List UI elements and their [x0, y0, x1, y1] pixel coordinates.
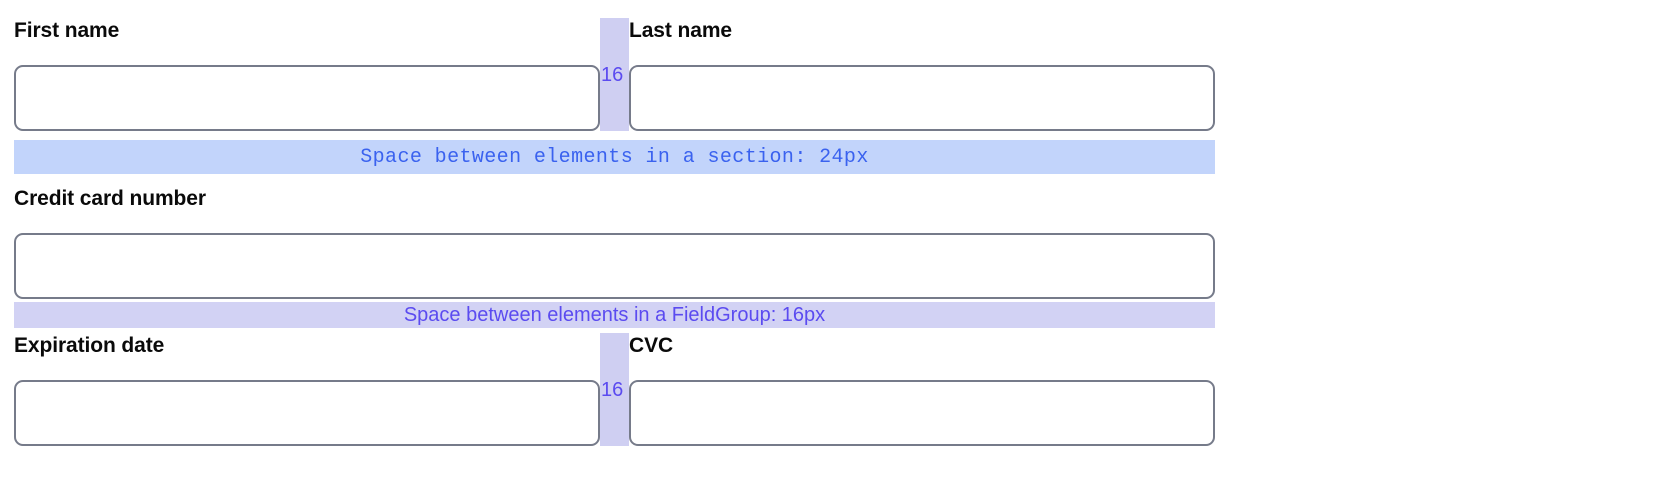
- form-content-column: First name 16 Last name Space between el…: [14, 0, 1215, 496]
- credit-card-input-wrap: [14, 233, 1215, 299]
- first-name-field: First name: [14, 18, 600, 131]
- cvc-label: CVC: [629, 334, 674, 357]
- column-gap-band-card-row: 16: [600, 333, 629, 446]
- section-spacing-annotation-bar: Space between elements in a section: 24p…: [14, 140, 1215, 174]
- column-gap-band-name-row: 16: [600, 18, 629, 131]
- expiration-date-field: Expiration date: [14, 333, 600, 446]
- last-name-input[interactable]: [629, 65, 1215, 131]
- expiration-date-input[interactable]: [14, 380, 600, 446]
- expiration-date-label-slot: Expiration date: [14, 333, 600, 380]
- first-name-label-slot: First name: [14, 18, 600, 65]
- column-gap-value: 16: [601, 64, 624, 86]
- card-details-row: Expiration date 16 CVC: [14, 333, 1215, 446]
- cvc-input[interactable]: [629, 380, 1215, 446]
- column-gap-value: 16: [601, 379, 624, 401]
- credit-card-label-slot: Credit card number: [14, 186, 206, 233]
- last-name-label: Last name: [629, 19, 732, 42]
- fieldgroup-spacing-label: Space between elements in a FieldGroup: …: [403, 303, 826, 326]
- first-name-label: First name: [14, 19, 120, 42]
- last-name-label-slot: Last name: [629, 18, 1215, 65]
- last-name-field: Last name: [629, 18, 1215, 131]
- expiration-date-label: Expiration date: [14, 334, 165, 357]
- fieldgroup-spacing-annotation-bar: Space between elements in a FieldGroup: …: [14, 302, 1215, 328]
- credit-card-number-label: Credit card number: [14, 187, 206, 210]
- name-row: First name 16 Last name: [14, 18, 1215, 131]
- credit-card-number-input[interactable]: [14, 233, 1215, 299]
- cvc-label-slot: CVC: [629, 333, 1215, 380]
- first-name-input[interactable]: [14, 65, 600, 131]
- section-spacing-label: Space between elements in a section: 24p…: [360, 145, 869, 169]
- cvc-field: CVC: [629, 333, 1215, 446]
